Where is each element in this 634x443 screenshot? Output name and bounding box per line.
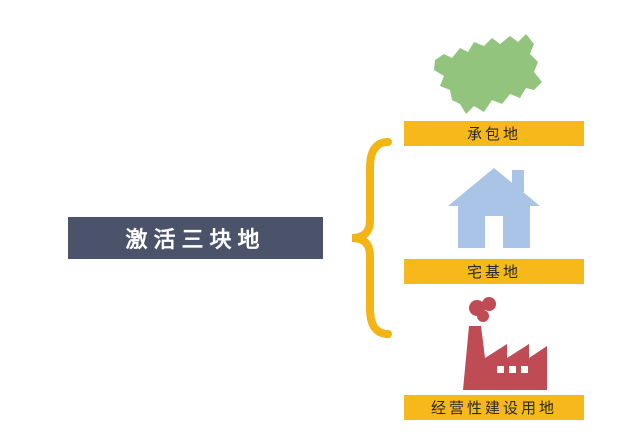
factory-icon: [463, 297, 547, 390]
bar-contract-land: 承包地: [404, 121, 584, 146]
bar-label-homestead: 宅基地: [466, 263, 521, 281]
bar-label-commercial-construction-land: 经营性建设用地: [430, 399, 557, 417]
curly-brace: [351, 138, 392, 338]
bar-commercial-construction-land: 经营性建设用地: [404, 395, 584, 420]
main-topic-label: 激活三块地: [125, 228, 266, 253]
house-icon: [448, 168, 540, 248]
farmland-map-icon: [434, 34, 542, 114]
bar-homestead: 宅基地: [404, 259, 584, 284]
main-topic-box: 激活三块地: [68, 217, 323, 259]
bar-label-contract-land: 承包地: [466, 125, 521, 143]
